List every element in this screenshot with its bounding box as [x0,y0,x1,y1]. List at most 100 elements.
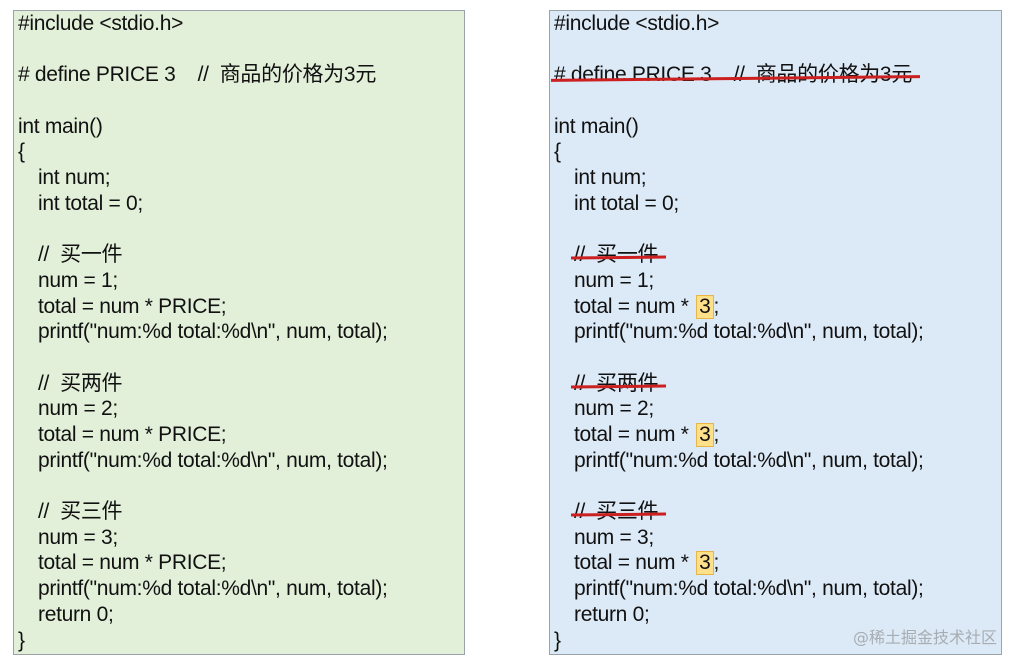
code-line [18,217,388,243]
code-text: int total = 0; [574,191,679,215]
code-line: printf("num:%d total:%d\n", num, total); [554,576,924,602]
highlighted-constant: 3 [696,423,714,447]
code-line: // 买一件 [554,242,924,268]
code-line: total = num * 3; [554,550,924,576]
code-text: // 买两件 [38,371,123,395]
code-line [18,37,388,63]
code-line: int num; [18,165,388,191]
code-line: total = num * PRICE; [18,422,388,448]
code-line: int num; [554,165,924,191]
code-line: printf("num:%d total:%d\n", num, total); [18,319,388,345]
code-text: num = 2; [574,397,654,421]
code-text: printf("num:%d total:%d\n", num, total); [38,320,388,344]
code-text: { [18,140,25,164]
code-line: // 买三件 [554,499,924,525]
code-text: } [18,628,25,652]
code-line: return 0; [554,602,924,628]
right-code-listing: #include <stdio.h> # define PRICE 3 // 商品… [554,11,924,653]
code-text: return 0; [38,602,114,626]
code-line: // 买两件 [18,371,388,397]
code-line: printf("num:%d total:%d\n", num, total); [554,448,924,474]
code-line: total = num * 3; [554,422,924,448]
code-line: return 0; [18,602,388,628]
code-line [554,37,924,63]
code-line: // 买一件 [18,242,388,268]
code-text: printf("num:%d total:%d\n", num, total); [38,448,388,472]
code-line [554,473,924,499]
code-text: int num; [38,166,111,190]
struck-code-text: // 买三件 [574,500,659,524]
code-text: printf("num:%d total:%d\n", num, total); [574,320,924,344]
code-text: num = 3; [574,525,654,549]
code-text: # define PRICE 3 // 商品的价格为3元 [18,63,377,87]
code-text: } [554,628,561,652]
code-suffix: ; [713,423,720,446]
code-text: num = 1; [38,268,118,292]
code-text: #include <stdio.h> [554,12,720,35]
code-line: num = 1; [554,268,924,294]
code-text: int num; [574,166,647,190]
code-line [554,345,924,371]
code-suffix: ; [713,294,720,318]
code-text: num = 2; [38,397,118,421]
code-line [554,88,924,114]
code-text: printf("num:%d total:%d\n", num, total); [38,577,388,601]
code-line: int total = 0; [18,191,388,217]
code-line: #include <stdio.h> [18,11,388,37]
code-line: total = num * 3; [554,294,924,320]
code-text: { [554,140,561,164]
code-line: // 买两件 [554,371,924,397]
code-line: printf("num:%d total:%d\n", num, total); [554,319,924,345]
struck-code-text: // 买一件 [574,243,659,267]
code-text: total = num * [574,551,695,575]
left-code-panel: #include <stdio.h> # define PRICE 3 // 商品… [13,10,465,655]
code-line: // 买三件 [18,499,388,525]
watermark-text: @稀土掘金技术社区 [852,628,997,647]
highlighted-constant: 3 [696,294,714,319]
code-text: #include <stdio.h> [18,12,184,35]
code-text: int main() [18,114,103,138]
code-text: printf("num:%d total:%d\n", num, total); [574,577,924,601]
code-line: } [554,628,924,654]
highlighted-constant: 3 [696,551,714,576]
code-text: total = num * PRICE; [38,423,227,446]
code-line: num = 2; [554,396,924,422]
code-text: total = num * PRICE; [38,294,227,318]
code-line: int main() [554,114,924,140]
code-line: } [18,628,388,654]
code-line: printf("num:%d total:%d\n", num, total); [18,576,388,602]
code-line: total = num * PRICE; [18,550,388,576]
code-text: total = num * [574,294,695,318]
code-line: # define PRICE 3 // 商品的价格为3元 [18,62,388,88]
code-line [18,345,388,371]
struck-code-text: # define PRICE 3 // 商品的价格为3元 [554,63,913,87]
code-text: int main() [554,114,639,138]
code-text: total = num * [574,423,695,446]
code-line: int main() [18,114,388,140]
code-line: num = 3; [554,525,924,551]
code-line: #include <stdio.h> [554,11,924,37]
code-line: num = 3; [18,525,388,551]
code-text: return 0; [574,602,650,626]
code-line: int total = 0; [554,191,924,217]
code-suffix: ; [713,551,720,575]
code-line: total = num * PRICE; [18,294,388,320]
code-line: printf("num:%d total:%d\n", num, total); [18,448,388,474]
code-text: printf("num:%d total:%d\n", num, total); [574,448,924,472]
code-line: num = 1; [18,268,388,294]
left-code-listing: #include <stdio.h> # define PRICE 3 // 商品… [18,11,388,653]
code-text: total = num * PRICE; [38,551,227,575]
code-line: { [18,139,388,165]
code-line: { [554,139,924,165]
code-text: num = 1; [574,268,654,292]
code-line: num = 2; [18,396,388,422]
right-code-panel: #include <stdio.h> # define PRICE 3 // 商品… [549,10,1002,655]
code-line [18,473,388,499]
code-line [18,88,388,114]
code-text: int total = 0; [38,191,143,215]
code-line [554,217,924,243]
code-text: num = 3; [38,525,118,549]
code-line: # define PRICE 3 // 商品的价格为3元 [554,62,924,88]
code-text: // 买一件 [38,243,123,267]
struck-code-text: // 买两件 [574,371,659,395]
